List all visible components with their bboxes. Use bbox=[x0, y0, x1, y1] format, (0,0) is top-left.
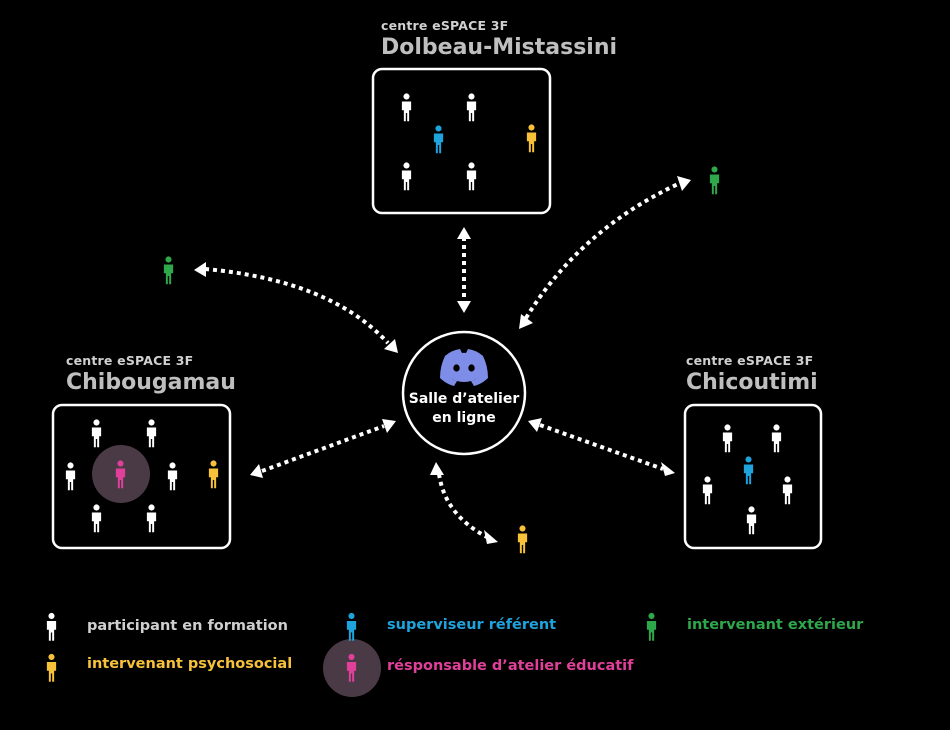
chibougamau-name: Chibougamau bbox=[66, 370, 236, 395]
arrowhead bbox=[382, 419, 396, 433]
arrowhead bbox=[384, 339, 398, 353]
intervenant-exterieur-left bbox=[163, 256, 174, 285]
chicoutimi-box bbox=[683, 403, 823, 550]
legend-responsable-label: résponsable d’atelier éducatif bbox=[387, 658, 634, 674]
dolbeau-people bbox=[401, 93, 537, 191]
connector-green-left bbox=[204, 267, 390, 345]
dolbeau-prefix: centre eSPACE 3F bbox=[381, 18, 509, 33]
hub-label-line2: en ligne bbox=[432, 410, 496, 426]
arrowhead bbox=[430, 462, 444, 475]
dolbeau-name: Dolbeau-Mistassini bbox=[381, 35, 618, 60]
chicoutimi-label: centre eSPACE 3F Chicoutimi bbox=[686, 353, 818, 395]
chicoutimi-name: Chicoutimi bbox=[686, 370, 818, 395]
intervenant-exterieur-top bbox=[709, 166, 720, 195]
chicoutimi-people bbox=[702, 424, 793, 535]
arrowhead bbox=[519, 314, 533, 329]
arrowhead bbox=[661, 462, 675, 476]
arrowhead bbox=[457, 227, 471, 239]
chibougamau-prefix: centre eSPACE 3F bbox=[66, 353, 194, 368]
arrowhead bbox=[484, 530, 498, 544]
legend-superviseur-icon bbox=[346, 612, 357, 641]
dolbeau-label: centre eSPACE 3F Dolbeau-Mistassini bbox=[381, 18, 617, 60]
arrowhead bbox=[528, 418, 542, 432]
chicoutimi-prefix: centre eSPACE 3F bbox=[686, 353, 814, 368]
legend-psychosocial-label: intervenant psychosocial bbox=[87, 656, 293, 672]
legend-exterieur-label: intervenant extérieur bbox=[687, 617, 864, 633]
legend-superviseur-label: superviseur référent bbox=[387, 617, 557, 633]
connector-chicoutimi bbox=[539, 423, 664, 471]
chibougamau-label: centre eSPACE 3F Chibougamau bbox=[66, 353, 236, 395]
arrowhead bbox=[457, 301, 471, 313]
arrowhead bbox=[250, 464, 263, 478]
connector-chibougamau bbox=[261, 424, 385, 473]
legend-psychosocial-icon bbox=[46, 653, 57, 682]
chibougamau-box bbox=[51, 403, 232, 550]
legend-exterieur-icon bbox=[646, 612, 657, 641]
hub-label-line1: Salle d’atelier bbox=[408, 391, 520, 407]
connector-green-top bbox=[524, 182, 679, 320]
intervenant-psychosocial-bottom bbox=[517, 525, 528, 554]
discord-icon bbox=[440, 349, 488, 386]
arrowhead bbox=[194, 262, 206, 277]
hub-label: Salle d’atelier en ligne bbox=[402, 390, 526, 428]
legend-participant-label: participant en formation bbox=[87, 618, 288, 634]
arrowhead bbox=[677, 176, 691, 191]
connector-yellow-bottom bbox=[437, 473, 488, 539]
legend-participant-icon bbox=[46, 612, 57, 641]
dolbeau-box bbox=[371, 67, 552, 215]
hub-circle bbox=[401, 330, 527, 456]
